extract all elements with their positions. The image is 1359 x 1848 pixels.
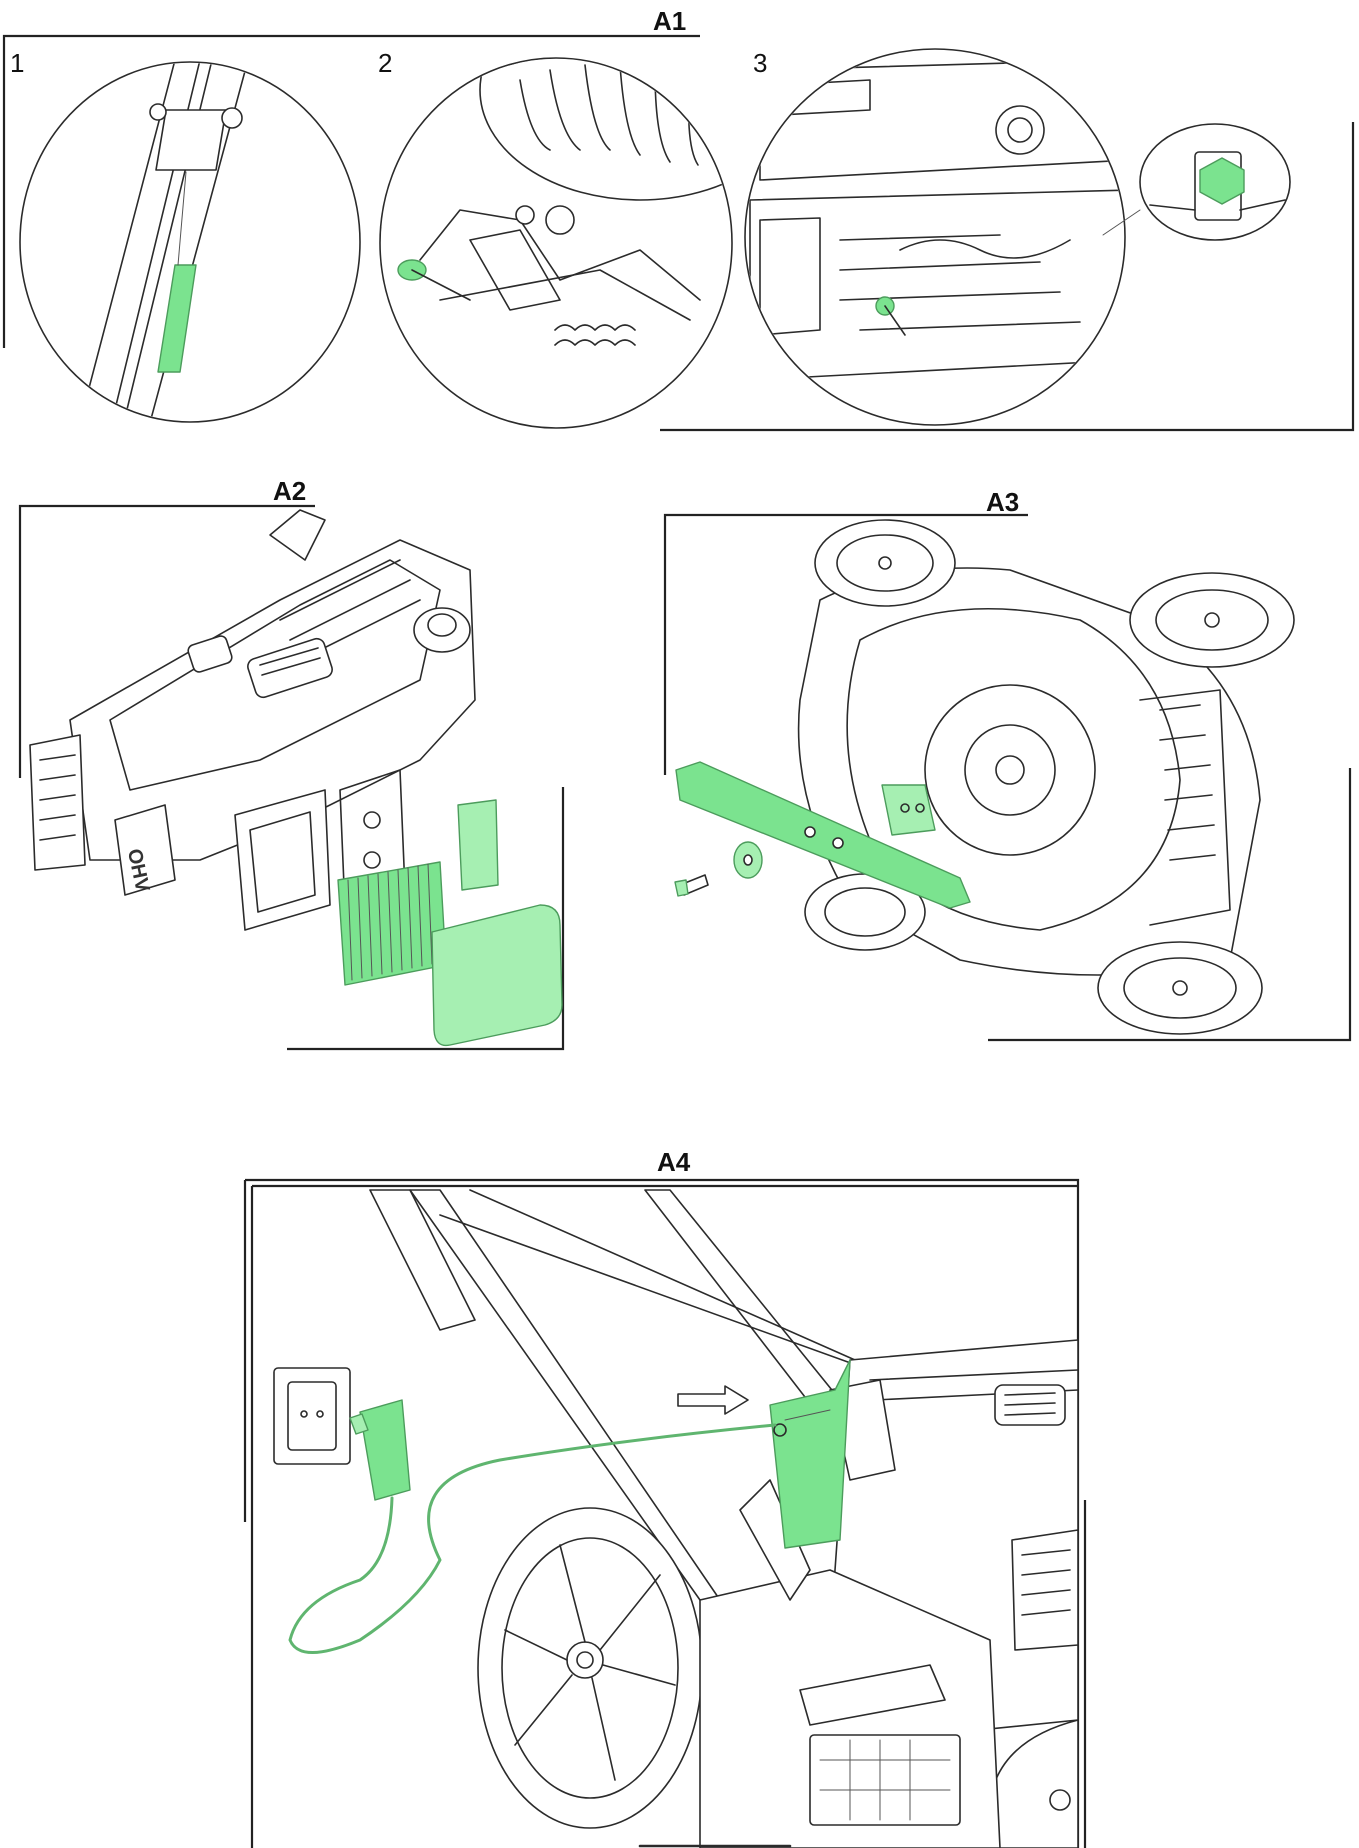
step-3-detail	[744, 48, 1126, 426]
charger	[288, 1399, 777, 1654]
step-1-detail	[19, 61, 361, 423]
panel-a3-label: A3	[986, 487, 1019, 517]
panel-a2-frame-top	[18, 504, 315, 778]
step-number-2: 2	[378, 48, 392, 78]
panel-a3: A3	[663, 487, 1352, 1042]
insert-arrow	[677, 1385, 749, 1415]
wheel-top-right	[1129, 572, 1295, 668]
battery-icon	[769, 1359, 851, 1549]
panel-a4: A4	[243, 1147, 1087, 1848]
engine-illustration: OHV	[29, 509, 476, 931]
air-filter-foam-icon	[457, 799, 499, 891]
wheel-bottom-left	[804, 873, 926, 951]
wall-socket	[273, 1367, 351, 1465]
front-wheel	[989, 1719, 1079, 1848]
handle-grip	[739, 1479, 811, 1601]
charging-cord	[288, 1423, 777, 1654]
panel-a2-frame-bottom	[287, 787, 565, 1051]
air-filter-cover-icon	[431, 904, 563, 1047]
wheel-top-left	[814, 519, 956, 607]
blade-parts	[674, 761, 971, 909]
step-number-1: 1	[10, 48, 24, 78]
blade-icon	[675, 761, 971, 909]
panel-a2-label: A2	[273, 476, 306, 506]
throttle-cable-icon	[157, 264, 197, 373]
panel-a3-frame-bottom	[988, 768, 1352, 1042]
panel-a2: A2 OHV	[18, 476, 565, 1051]
handle-bars	[369, 1189, 871, 1601]
deck-front	[699, 1569, 1001, 1848]
rear-wheel	[477, 1507, 703, 1829]
step-2-detail	[379, 57, 733, 429]
charger-icon	[359, 1399, 411, 1501]
panel-a4-label: A4	[657, 1147, 691, 1177]
panel-a1: A1 1 2 3	[2, 6, 1355, 432]
step-number-3: 3	[753, 48, 767, 78]
panel-a1-frame-top	[2, 34, 700, 348]
battery-pack	[769, 1359, 851, 1549]
air-filter-parts	[337, 799, 563, 1047]
panel-a1-frame-bottom	[660, 122, 1355, 432]
mower-deck-underside	[797, 519, 1295, 1035]
spark-plug-zoom	[1102, 123, 1291, 241]
wheel-bottom-right	[1097, 941, 1263, 1035]
panel-a3-frame-top	[663, 513, 1028, 775]
panel-a1-label: A1	[653, 6, 686, 36]
